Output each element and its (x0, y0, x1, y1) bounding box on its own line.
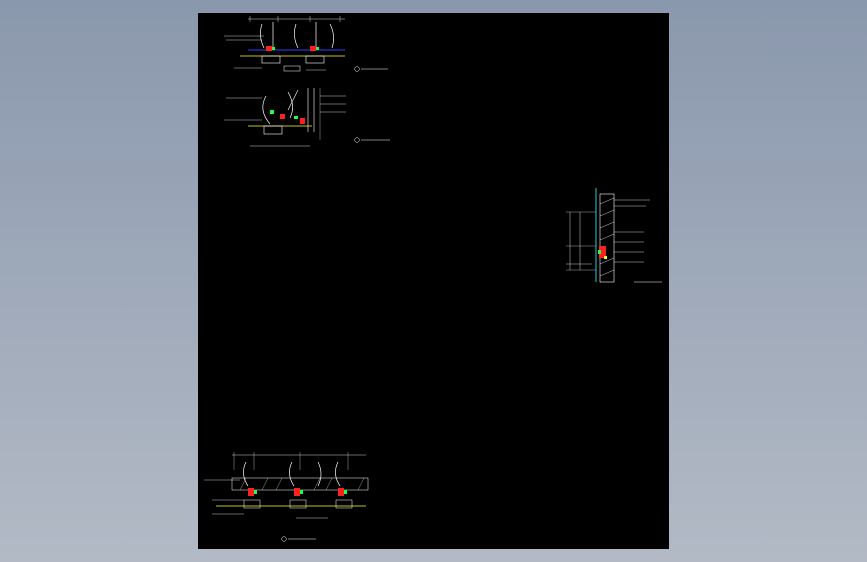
hatch-line (599, 233, 615, 241)
curved-profile (289, 461, 295, 487)
hatch-line (357, 477, 365, 491)
red-detail (310, 46, 316, 51)
curved-profile (329, 23, 334, 49)
red-detail (266, 46, 272, 51)
green-detail (270, 110, 274, 114)
detail-marker (354, 137, 360, 143)
hatch-line (239, 477, 247, 491)
green-detail (294, 116, 298, 119)
drawing-sheet[interactable] (198, 13, 669, 549)
hatch-line (599, 269, 615, 277)
section-block (261, 55, 281, 64)
red-detail (280, 114, 285, 119)
section-block (243, 499, 261, 509)
curved-profile (287, 91, 293, 119)
green-detail (254, 490, 257, 494)
detail-section-2 (224, 88, 390, 147)
hatch-line (599, 197, 615, 205)
red-detail (338, 488, 344, 496)
yellow-detail (604, 256, 607, 259)
curved-profile (243, 461, 249, 487)
hatch-line (261, 477, 269, 491)
hatch-line (313, 477, 321, 491)
curved-profile (317, 461, 322, 487)
detail-section-3 (566, 188, 662, 283)
section-block (335, 499, 353, 509)
detail-section-4 (204, 452, 369, 542)
green-detail (598, 250, 601, 254)
curved-profile (335, 461, 341, 487)
red-detail (300, 118, 305, 124)
hatch-line (325, 477, 333, 491)
red-detail (294, 488, 300, 496)
section-block (289, 499, 307, 509)
detail-marker (281, 536, 287, 542)
green-detail (272, 47, 275, 50)
hatch-line (599, 221, 615, 229)
hatch-line (599, 257, 615, 265)
red-detail (248, 488, 254, 496)
wall-hatch (599, 193, 615, 283)
green-detail (344, 490, 347, 494)
detail-marker (354, 66, 360, 72)
curved-profile (294, 23, 299, 49)
small-box (283, 65, 301, 72)
hatch-line (275, 477, 283, 491)
green-detail (316, 47, 319, 50)
red-detail (599, 246, 606, 258)
section-block (305, 55, 325, 64)
curved-profile (262, 95, 271, 125)
hatch-line (599, 209, 615, 217)
detail-section-1 (224, 16, 388, 72)
section-block (263, 125, 283, 135)
green-detail (300, 490, 303, 494)
diagonal-line (287, 89, 299, 111)
